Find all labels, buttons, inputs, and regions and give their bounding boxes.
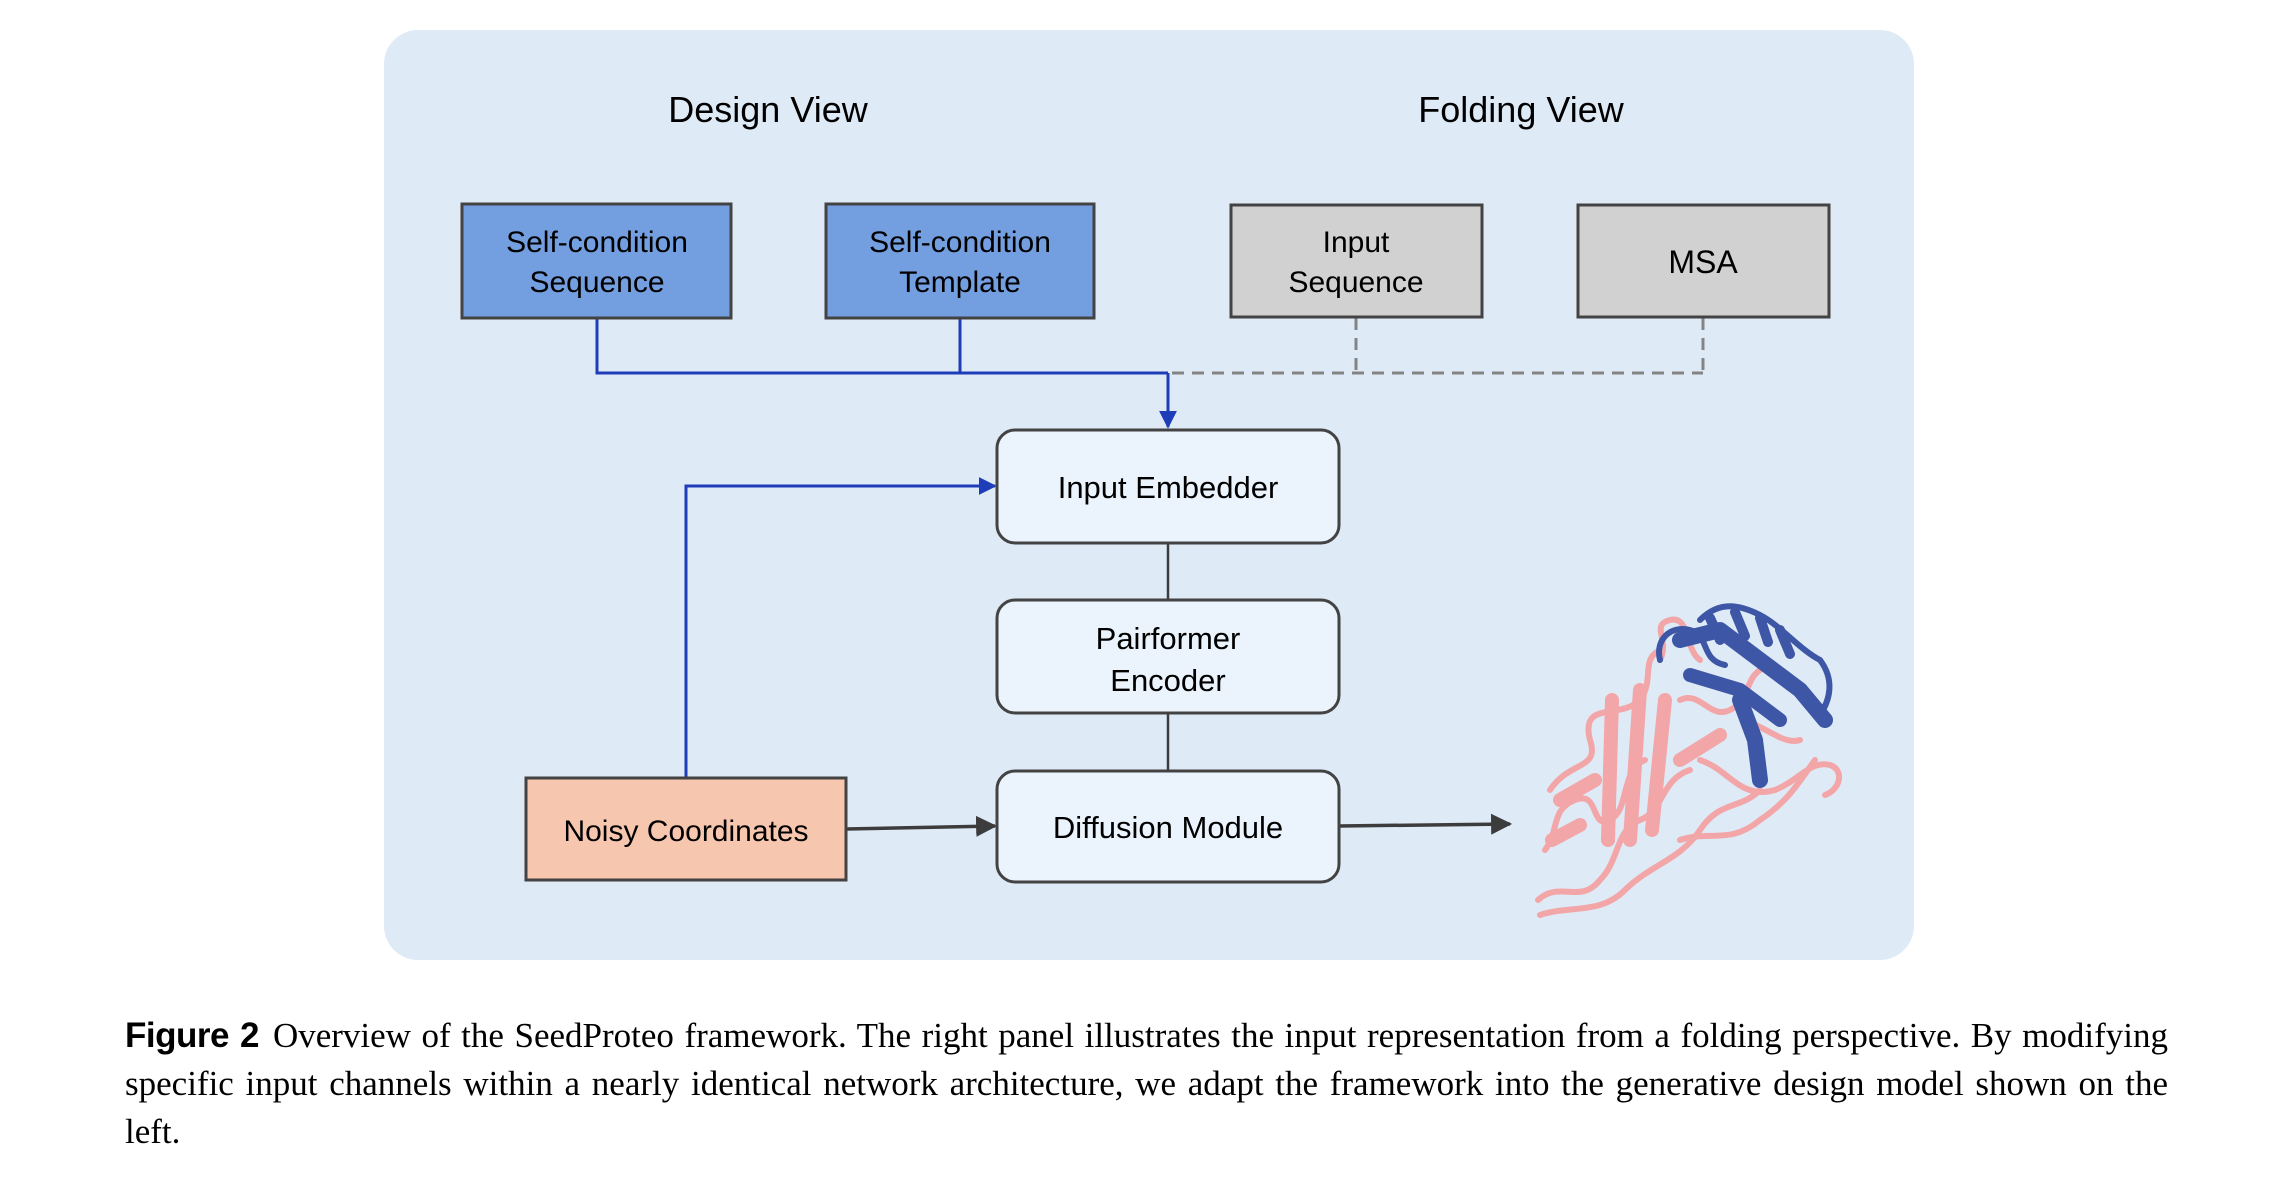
design-input-connectors [595, 318, 1177, 777]
input-embedder-module: Input Embedder [995, 428, 1341, 545]
module-label-line1: Pairformer [1096, 621, 1241, 656]
box-label-line2: Sequence [529, 266, 664, 299]
pairformer-encoder-module: Pairformer Encoder [995, 598, 1341, 715]
self-condition-template-box: Self-condition Template [824, 202, 1096, 320]
module-label: Input Embedder [1058, 470, 1279, 505]
arrow-noisy-to-embedder [684, 477, 997, 777]
box-label-line2: Sequence [1288, 266, 1423, 299]
protein-blue-chain [1656, 603, 1833, 788]
arrow-diffusion-to-structure [1338, 813, 1513, 835]
folding-input-connectors [1172, 318, 1705, 375]
msa-box: MSA [1576, 203, 1831, 319]
diffusion-module: Diffusion Module [995, 769, 1341, 884]
box-label-line1: Self-condition [869, 226, 1051, 259]
module-label: Diffusion Module [1053, 810, 1283, 845]
module-label-line2: Encoder [1110, 663, 1225, 698]
input-sequence-box: Input Sequence [1229, 203, 1484, 319]
box-label: Noisy Coordinates [563, 815, 808, 848]
box-label: MSA [1668, 244, 1738, 280]
noisy-coordinates-box: Noisy Coordinates [524, 776, 848, 882]
protein-pink-sheets [1545, 683, 1727, 847]
figure-label: Figure 2 [125, 1016, 259, 1055]
folding-view-heading: Folding View [1418, 89, 1624, 130]
self-condition-sequence-box: Self-condition Sequence [460, 202, 733, 320]
box-label-line1: Self-condition [506, 226, 688, 259]
box-label-line1: Input [1323, 226, 1390, 259]
protein-pink-chain [1535, 616, 1842, 918]
arrow-noisy-to-diffusion [845, 815, 998, 837]
protein-structure-image [1535, 603, 1842, 918]
framework-diagram: Design View Folding View Self-condition … [384, 30, 1914, 960]
design-view-heading: Design View [668, 89, 868, 130]
connector-self-condition-sequence [595, 318, 1168, 375]
box-label-line2: Template [899, 266, 1021, 299]
caption-text: Overview of the SeedProteo framework. Th… [125, 1016, 2168, 1151]
